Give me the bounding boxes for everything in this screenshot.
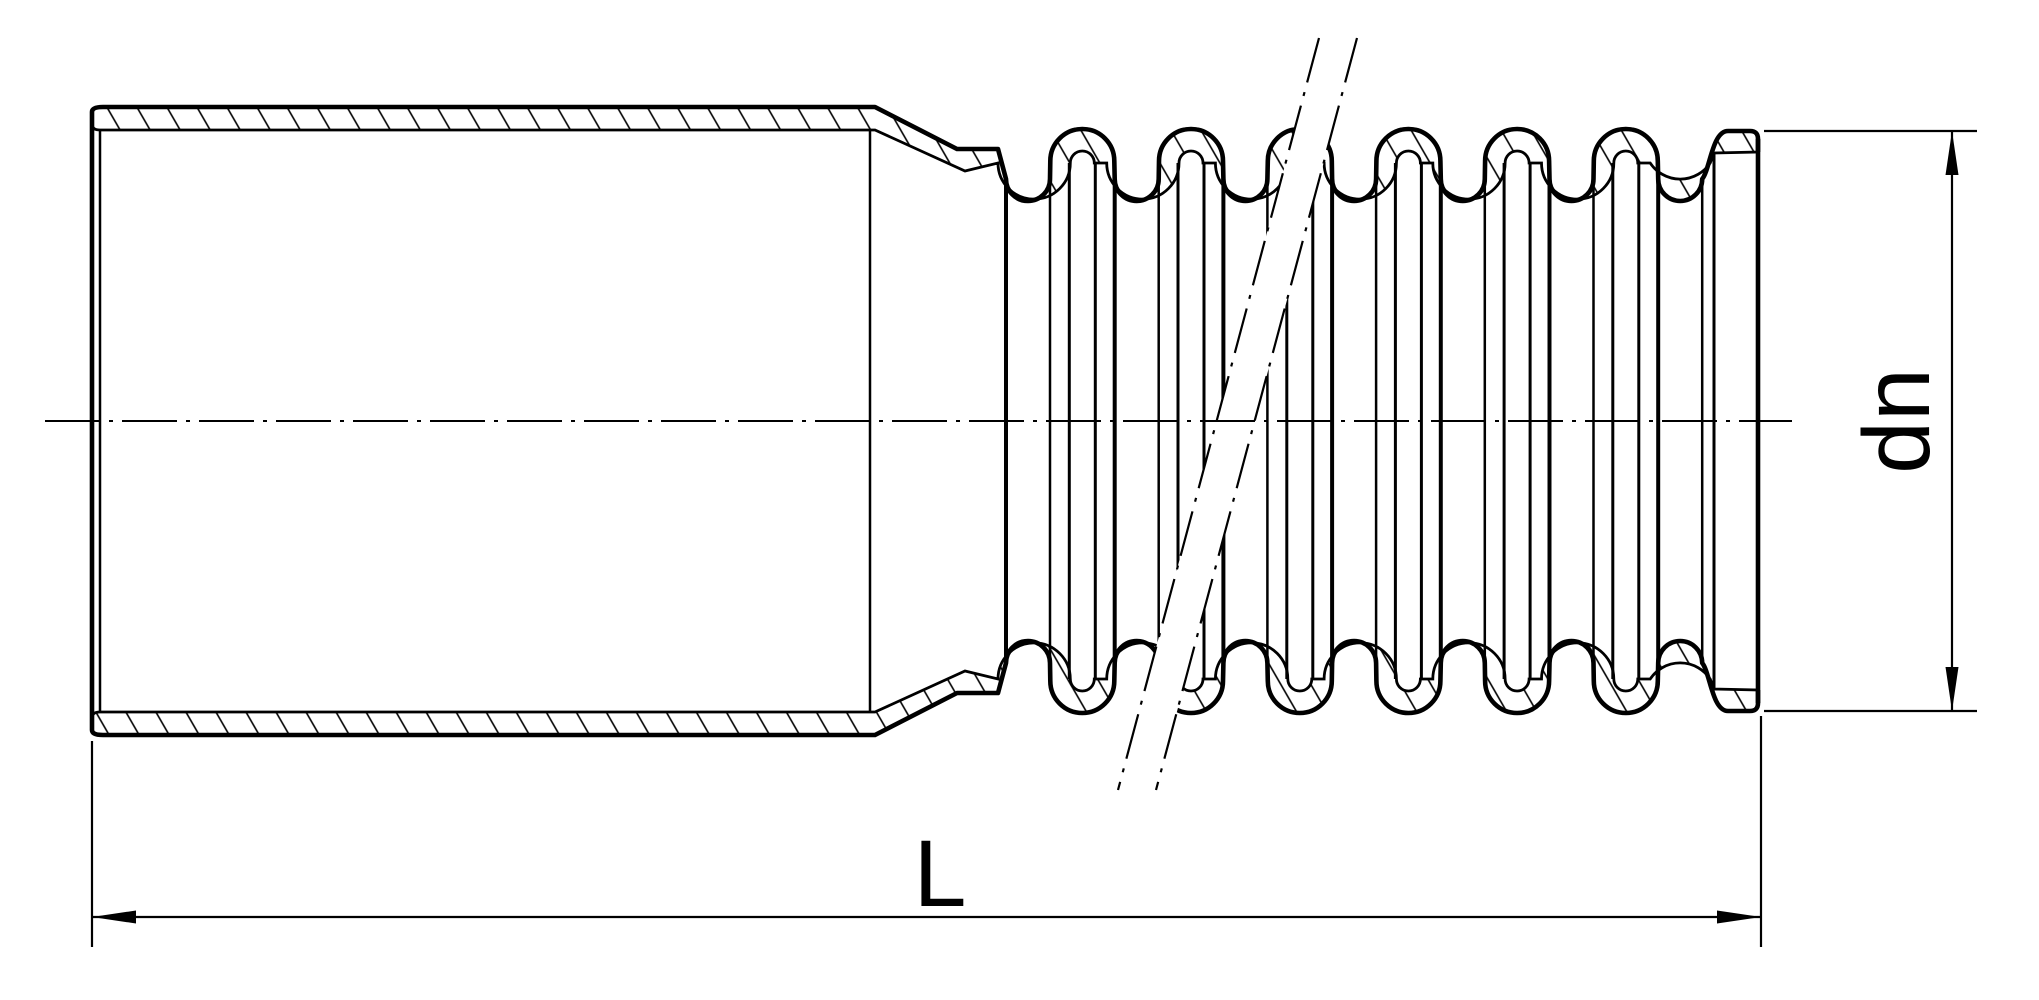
break-line-right — [1154, 37, 1359, 791]
arrowhead-bottom — [1945, 667, 1959, 711]
arrowhead-left — [92, 910, 136, 924]
lower-outer-contour — [89, 638, 1761, 738]
upper-wall-band — [90, 105, 1760, 203]
dimension-diameter: dn — [1764, 129, 1977, 713]
dimension-length: L — [90, 716, 1763, 947]
upper-outer-contour — [89, 104, 1761, 204]
arrowhead-top — [1945, 131, 1959, 175]
pipe-outer-contour — [89, 104, 1761, 738]
break-line-left — [1116, 37, 1321, 791]
diameter-label: dn — [1844, 368, 1950, 474]
arrowhead-right — [1717, 910, 1761, 924]
length-label: L — [914, 821, 967, 927]
lower-wall-band — [90, 639, 1760, 737]
break-gap — [1118, 38, 1357, 790]
